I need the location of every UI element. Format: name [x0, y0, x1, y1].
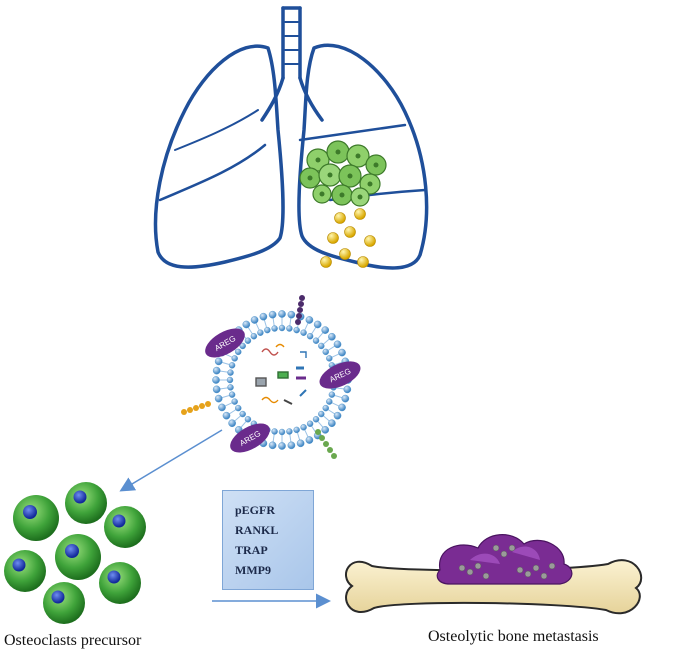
- precursor-cell: [65, 482, 107, 524]
- right-lung: [297, 43, 429, 270]
- precursor-label: Osteoclasts precursor: [4, 632, 142, 649]
- marker-mmp9: MMP9: [235, 563, 271, 577]
- marker-box: pEGFR RANKL TRAP MMP9: [222, 490, 314, 590]
- metastasis-label: Osteolytic bone metastasis: [428, 628, 599, 645]
- osteoclast-cluster: [436, 534, 573, 585]
- marker-rankl: RANKL: [235, 523, 279, 537]
- bronchi-right: [298, 76, 324, 122]
- precursor-cell: [4, 550, 46, 592]
- bead-chain-top: [295, 295, 305, 325]
- left-lung: [153, 44, 285, 269]
- precursor-cell: [13, 495, 59, 541]
- bead-chain-right: [315, 429, 337, 459]
- areg-protein-1: AREG: [205, 328, 245, 358]
- precursor-cell: [43, 582, 85, 624]
- precursor-cell: [99, 562, 141, 604]
- precursor-cell: [55, 534, 101, 580]
- areg-protein-3: AREG: [230, 423, 270, 453]
- marker-trap: TRAP: [235, 543, 268, 557]
- areg-protein-2: AREG: [319, 361, 361, 389]
- tumor-cluster: [299, 140, 387, 207]
- extracellular-vesicle: AREG AREG AREG: [181, 295, 361, 459]
- vesicle-cargo: [255, 343, 307, 405]
- trachea: [281, 6, 302, 80]
- marker-pegfr: pEGFR: [235, 503, 276, 517]
- lungs: [153, 6, 429, 270]
- exosome-dots: [320, 208, 376, 268]
- precursor-cell: [104, 506, 146, 548]
- bead-chain-left: [181, 401, 211, 415]
- precursor-cells: [4, 482, 146, 624]
- arrow-to-precursor: [119, 429, 223, 492]
- bronchi-left: [260, 76, 285, 122]
